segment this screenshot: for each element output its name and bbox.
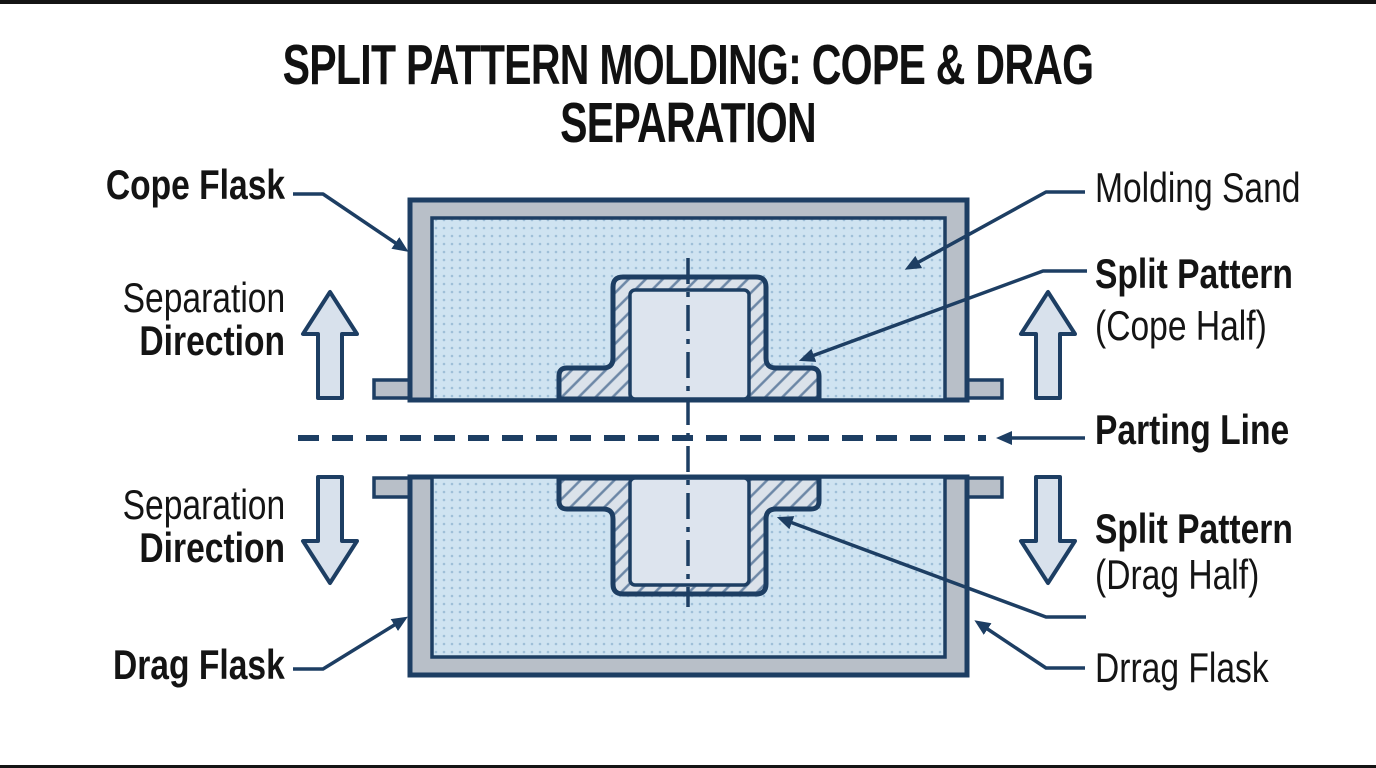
up-arrow-right (1019, 290, 1077, 400)
leader-split-pattern-drag (776, 516, 1086, 619)
separation-line: Separation (122, 274, 285, 321)
direction-line: Direction (139, 524, 285, 571)
separation-direction-label-top: Separation Direction (0, 276, 285, 362)
crop-edge-artifact-top (0, 0, 1376, 4)
direction-line: Direction (139, 317, 285, 364)
leader-cope-flask (293, 192, 409, 252)
drag-flask-right-lug (962, 476, 1004, 499)
split-pattern-drag-label: Split Pattern (Drag Half) (1095, 506, 1342, 598)
crop-edge-artifact-bottom (0, 765, 1376, 768)
cope-flask-right-lug (962, 378, 1004, 400)
down-arrow-right (1019, 475, 1077, 585)
split-pattern-drag-half (556, 475, 822, 597)
leader-molding-sand (904, 190, 1085, 270)
molding-sand-label: Molding Sand (1095, 164, 1301, 211)
cope-flask-left-lug (372, 378, 414, 400)
split-pattern-cope-half (556, 274, 822, 402)
down-arrow-left (301, 475, 359, 585)
leader-drag-flask-left (293, 616, 408, 671)
leader-drag-flask-right (974, 620, 1085, 670)
separation-direction-arrows (301, 290, 1077, 585)
drag-flask-left-lug (372, 476, 414, 499)
separation-line: Separation (122, 481, 285, 528)
up-arrow-left (301, 290, 359, 400)
parting-line-label: Parting Line (1095, 406, 1290, 453)
leader-split-pattern-cope (798, 269, 1087, 362)
split-pattern-line: Split Pattern (1095, 250, 1293, 297)
drag-flask-label-left: Drag Flask (113, 641, 285, 688)
page-title-text: SPLIT PATTERN MOLDING: COPE & DRAG SEPAR… (282, 33, 1094, 155)
drag-half-line: (Drag Half) (1095, 551, 1260, 598)
cope-half-line: (Cope Half) (1095, 302, 1267, 349)
drag-flask-label-right: Drrag Flask (1095, 644, 1269, 691)
cope-flask-label: Cope Flask (105, 161, 285, 208)
page-title: SPLIT PATTERN MOLDING: COPE & DRAG SEPAR… (0, 36, 1376, 152)
separation-direction-label-bottom: Separation Direction (0, 483, 285, 569)
leader-lines (293, 190, 1087, 671)
split-pattern-line: Split Pattern (1095, 505, 1293, 552)
split-pattern-cope-label: Split Pattern (Cope Half) (1095, 248, 1342, 352)
